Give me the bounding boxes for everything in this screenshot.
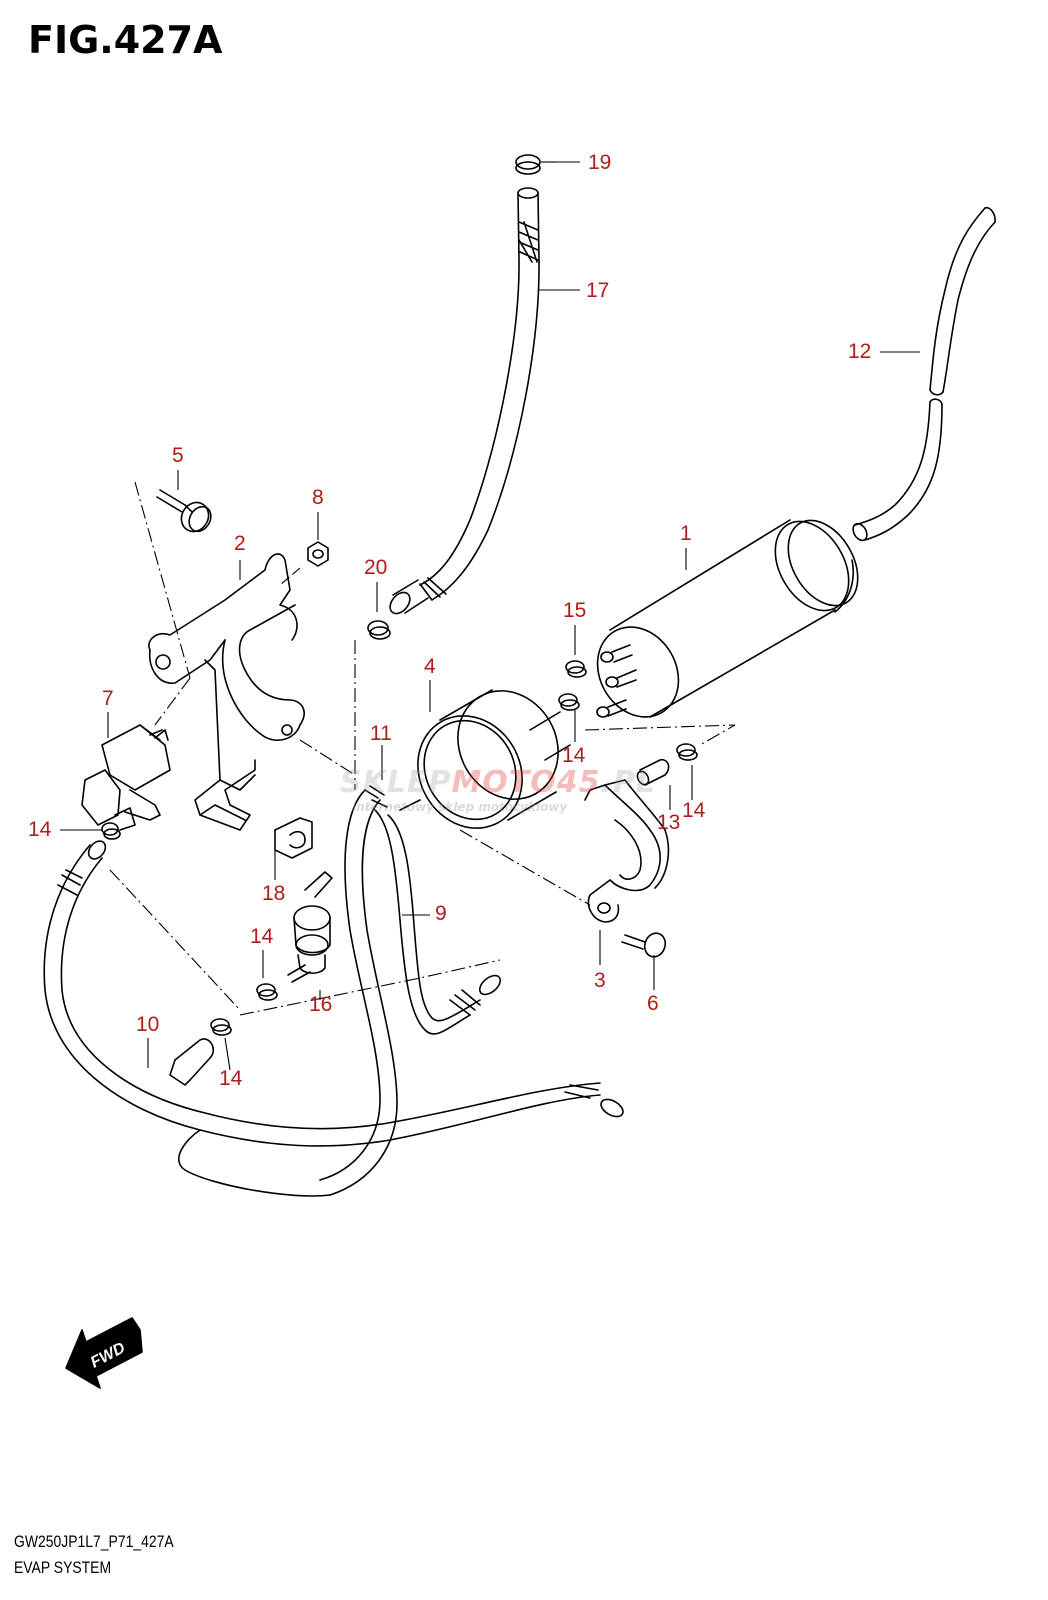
bracket-2: [148, 553, 305, 831]
callout-2[interactable]: 2: [234, 532, 246, 555]
callout-14-e[interactable]: 14: [219, 1067, 243, 1090]
bracket-3: [584, 779, 670, 923]
watermark: SKLEPMOTO45.PL: [340, 765, 656, 800]
callout-14-a[interactable]: 14: [28, 818, 52, 841]
watermark-part1: SKLEP: [340, 765, 452, 800]
figure-title: FIG.427A: [28, 18, 223, 62]
callout-20[interactable]: 20: [364, 556, 388, 579]
clip-18: [274, 817, 313, 859]
callout-14-c[interactable]: 14: [682, 799, 706, 822]
clamp-20: [367, 620, 391, 640]
watermark-part3: 45: [556, 765, 601, 800]
callout-14-d[interactable]: 14: [250, 925, 274, 948]
clamp-14-c: [676, 743, 698, 761]
clamp-14-e: [210, 1018, 232, 1036]
hose-13: [636, 758, 670, 786]
watermark-tagline: internetowy sklep motocyklowy: [352, 800, 568, 814]
figure-code: GW250JP1L7_P71_427A: [14, 1532, 174, 1551]
clamp-14-d: [256, 983, 278, 1001]
fitting-16: [287, 871, 333, 983]
callout-11[interactable]: 11: [370, 722, 392, 745]
clamp-14-a: [101, 822, 121, 840]
fwd-arrow-icon: [65, 1317, 143, 1389]
hose-17: [389, 187, 540, 615]
callout-5[interactable]: 5: [172, 444, 184, 467]
clamp-19: [515, 154, 557, 175]
hose-12: [852, 206, 996, 542]
nut-8: [307, 541, 329, 567]
holder-4: [417, 689, 571, 829]
canister-1: [596, 519, 859, 718]
bolt-6: [621, 932, 667, 958]
valve-7: [81, 724, 171, 831]
callout-4[interactable]: 4: [424, 655, 436, 678]
callout-7[interactable]: 7: [102, 687, 114, 710]
watermark-part4: .PL: [600, 765, 657, 800]
callout-6[interactable]: 6: [647, 992, 659, 1015]
callout-18[interactable]: 18: [262, 882, 286, 905]
callout-13[interactable]: 13: [657, 811, 681, 834]
callout-10[interactable]: 10: [136, 1013, 160, 1036]
callout-19[interactable]: 19: [588, 151, 612, 174]
callout-16[interactable]: 16: [309, 993, 333, 1016]
callout-15[interactable]: 15: [563, 599, 587, 622]
callout-3[interactable]: 3: [594, 969, 606, 992]
bolt-5: [156, 489, 212, 533]
watermark-part2: MOTO: [451, 765, 557, 800]
callout-17[interactable]: 17: [586, 279, 610, 302]
callout-14-b[interactable]: 14: [562, 744, 586, 767]
callout-8[interactable]: 8: [312, 486, 324, 509]
figure-name: EVAP SYSTEM: [14, 1558, 112, 1577]
callout-12[interactable]: 12: [848, 340, 872, 363]
clamp-14-b: [558, 693, 580, 711]
callout-9[interactable]: 9: [435, 902, 447, 925]
hose-10: [43, 840, 624, 1197]
clamp-15: [565, 660, 587, 678]
hose-9: [319, 785, 502, 1196]
callout-1[interactable]: 1: [680, 522, 692, 545]
hose-10-end: [169, 1038, 215, 1086]
